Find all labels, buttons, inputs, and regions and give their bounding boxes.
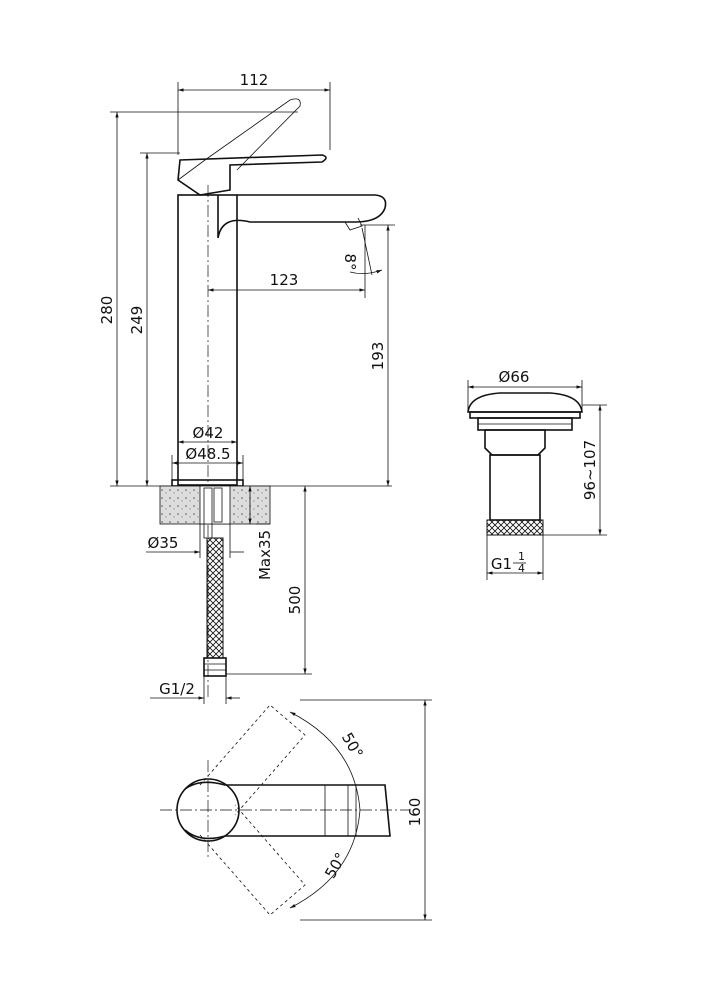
popup-waste [467, 392, 583, 536]
dim-280: 280 [98, 296, 116, 325]
dim-g-fraction-den: 4 [518, 562, 525, 575]
dim-d66: Ø66 [499, 368, 530, 386]
dim-g-fraction-num: 1 [518, 550, 525, 563]
dim-d42: Ø42 [193, 424, 224, 442]
dim-112: 112 [240, 71, 269, 89]
side-view-dimensions: 112 280 249 123 8° 193 Ø42 Ø48.5 Ø35 Max… [98, 71, 395, 704]
dim-96-107: 96~107 [581, 440, 599, 500]
dim-50deg-bottom: 50° [321, 849, 350, 881]
dim-160: 160 [406, 798, 424, 827]
dim-g1-1-4: G1 [491, 555, 512, 573]
dim-g1-2: G1/2 [159, 680, 195, 698]
dim-249: 249 [128, 306, 146, 335]
dim-8deg: 8° [341, 253, 359, 270]
faucet-top-view [160, 699, 432, 921]
faucet-side-view [110, 98, 392, 700]
dim-d48-5: Ø48.5 [185, 445, 230, 463]
dim-123: 123 [270, 271, 299, 289]
waste-dimensions: Ø66 96~107 G1 1 4 [467, 368, 607, 580]
dim-max35: Max35 [256, 530, 274, 580]
dim-d35: Ø35 [148, 534, 179, 552]
dim-500: 500 [286, 586, 304, 615]
dim-193: 193 [369, 342, 387, 371]
